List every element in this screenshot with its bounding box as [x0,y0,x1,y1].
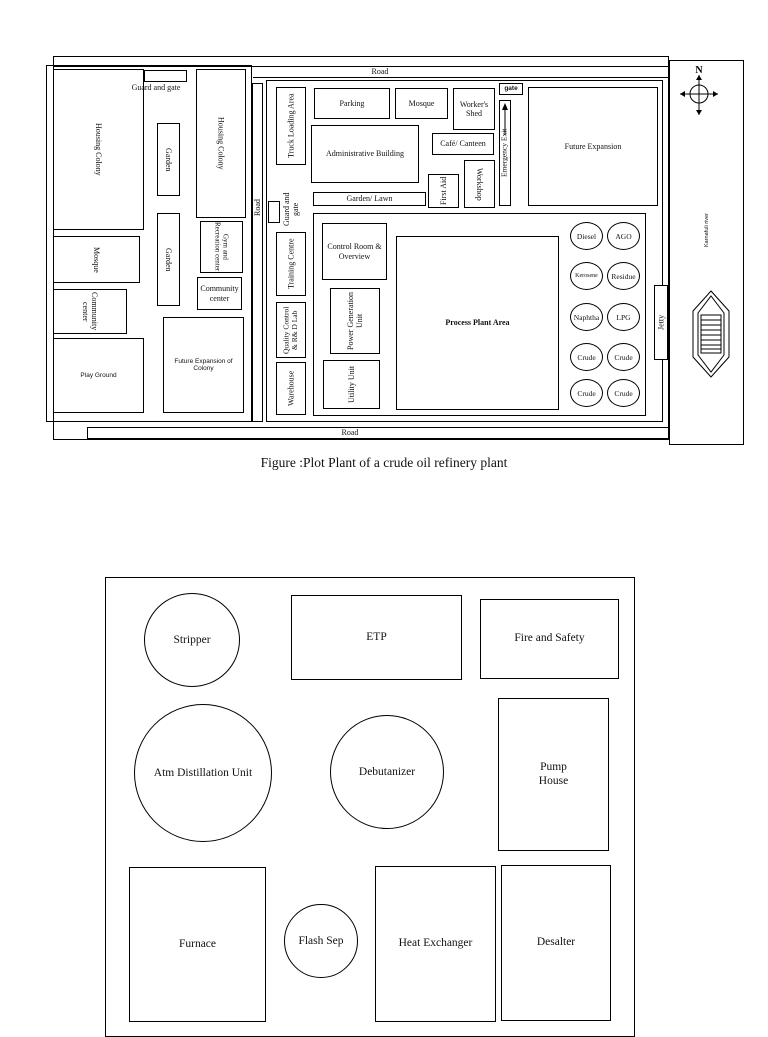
flash-sep: Flash Sep [284,904,358,978]
future-expansion-colony: Future Expansion of Colony [163,317,244,413]
road-bottom-outline [87,427,669,439]
fire-and-safety: Fire and Safety [480,599,619,679]
heat-exchanger: Heat Exchanger [375,866,496,1022]
pump-house-label-1: Pump [540,761,567,774]
workshop: Workshop [464,160,495,208]
training-centre: Training Centre [276,232,306,296]
process-enclosure [313,213,646,416]
community-center-left: Community center [53,289,127,334]
guard-gate-vertical-marker [268,201,280,223]
community-center-right: Community center [197,277,242,310]
mosque-colony: Mosque [53,236,140,283]
cafe-canteen: Café/ Canteen [432,133,494,155]
tank-lpg: LPG [607,303,640,331]
tank-crude-4: Crude [607,379,640,407]
plant-boundary [266,80,663,422]
guard-gate-vertical-label: Guard and gate [281,192,300,226]
emergency-exit-arrow-icon [502,103,508,135]
debutanizer: Debutanizer [330,715,444,829]
road-top-line-2 [253,77,669,78]
control-room: Control Room & Overview [322,223,387,280]
road-top-label: Road [371,66,389,76]
stripper: Stripper [144,593,240,687]
river-strip [669,60,744,445]
etp: ETP [291,595,462,680]
first-aid: First Aid [428,174,459,208]
tank-kerosene: Kerosene [570,262,603,290]
play-ground: Play Ground [53,338,144,413]
desalter: Desalter [501,865,611,1021]
garden-2: Garden [157,213,180,306]
garden-lawn: Garden/ Lawn [313,192,426,206]
pump-house: Pump House [498,698,609,851]
compass-icon: N [680,65,718,115]
road-vertical-strip [252,83,263,422]
furnace: Furnace [129,867,266,1022]
river-label: Karnafuli river [703,213,710,247]
warehouse: Warehouse [276,362,306,415]
boat-icon [692,290,730,378]
road-top-line [53,66,669,67]
gym-recreation-center: Gym and Recreation center [200,221,243,273]
parking: Parking [314,88,390,119]
housing-colony-1: Housing Colony [53,69,144,230]
garden-1: Garden [157,123,180,196]
tank-diesel: Diesel [570,222,603,250]
gate-small: gate [499,83,523,95]
pump-house-label-2: House [538,774,569,787]
future-expansion-plant: Future Expansion [528,87,658,206]
administrative-building: Administrative Building [311,125,419,183]
quality-control-lab: Quality Control & R& D Lab [276,302,306,358]
truck-loading-area: Truck Loading Area [276,87,306,165]
figure-caption: Figure :Plot Plant of a crude oil refine… [260,455,508,471]
tank-crude-1: Crude [570,343,603,371]
tank-ago: AGO [607,222,640,250]
compass-north-label: N [695,65,703,76]
guard-gate-left-label: Guard and gate [131,83,181,93]
tank-crude-3: Crude [570,379,603,407]
road-bottom-label: Road [341,428,359,438]
tank-residue: Residue [607,262,640,290]
workers-shed: Worker's Shed [453,88,495,130]
colony-boundary [46,65,252,422]
guard-gate-marker [144,70,187,82]
mosque-plant: Mosque [395,88,448,119]
utility-unit: Utility Unit [323,360,380,409]
process-plant-area: Process Plant Area [396,236,559,410]
tank-crude-2: Crude [607,343,640,371]
road-vertical-label: Road [252,199,262,217]
atm-distillation-unit: Atm Distillation Unit [134,704,272,842]
tank-naphtha: Naphtha [570,303,603,331]
power-generation-unit: Power Generation Unit [330,288,380,354]
housing-colony-2: Housing Colony [196,69,246,218]
jetty: Jetty [654,285,668,360]
